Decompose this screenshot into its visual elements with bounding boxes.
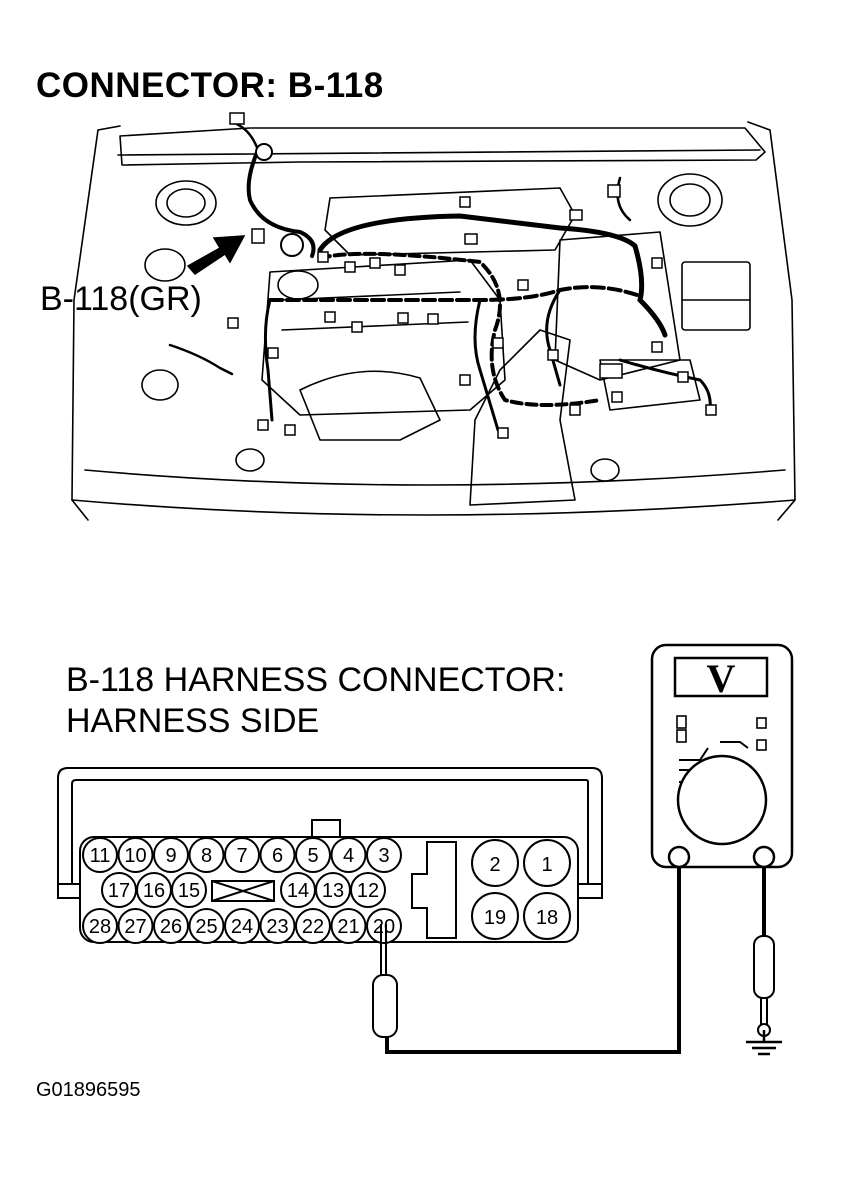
voltmeter: V bbox=[650, 643, 794, 869]
pin-cavity-23 bbox=[259, 908, 296, 944]
pin-label-24: 24 bbox=[231, 916, 253, 938]
blank-cavity bbox=[211, 880, 275, 902]
pin-cavity-18 bbox=[523, 892, 571, 940]
pin-cavity-6 bbox=[259, 837, 296, 873]
air-cleaner bbox=[469, 329, 576, 506]
probe-pin-20 bbox=[372, 974, 398, 1038]
intake-manifold bbox=[324, 187, 576, 256]
pin-label-26: 26 bbox=[160, 916, 182, 938]
pin-label-7: 7 bbox=[236, 845, 247, 867]
pin-label-3: 3 bbox=[378, 845, 389, 867]
pin-cavity-7 bbox=[224, 837, 260, 873]
pin-cavity-5 bbox=[295, 837, 331, 873]
b118-callout-arrow bbox=[186, 143, 304, 275]
pin-label-27: 27 bbox=[124, 916, 146, 938]
pin-cavity-15 bbox=[171, 872, 207, 908]
meter-mode-symbol: V bbox=[707, 656, 736, 701]
connector-title-line-1: B-118 HARNESS CONNECTOR: bbox=[66, 661, 566, 699]
pin-group-large: 2 1 19 18 bbox=[471, 839, 571, 940]
meter-jack-positive bbox=[667, 845, 691, 869]
pin-cavity-1 bbox=[523, 839, 571, 887]
pin-label-2: 2 bbox=[489, 854, 500, 876]
connector-key bbox=[411, 841, 457, 939]
pin-label-14: 14 bbox=[287, 880, 309, 902]
connector-title: B-118 HARNESS CONNECTOR: HARNESS SIDE bbox=[66, 660, 565, 743]
pin-label-16: 16 bbox=[143, 880, 165, 902]
pin-cavity-24 bbox=[224, 908, 260, 944]
pin-cavity-27 bbox=[117, 908, 154, 944]
pin-row-bottom: 28 27 26 25 24 23 22 21 20 bbox=[82, 908, 402, 944]
small-connectors bbox=[227, 112, 717, 439]
engine-block bbox=[261, 259, 506, 416]
ground-icon bbox=[746, 1030, 782, 1056]
pin-label-12: 12 bbox=[357, 880, 379, 902]
pin-label-15: 15 bbox=[178, 880, 200, 902]
pin-cavity-26 bbox=[153, 908, 189, 944]
pin-label-4: 4 bbox=[343, 845, 354, 867]
pin-cavity-12 bbox=[350, 872, 386, 908]
test-leads bbox=[372, 866, 782, 1056]
pin-label-28: 28 bbox=[89, 916, 111, 938]
pin-cavity-4 bbox=[330, 837, 367, 873]
pin-label-25: 25 bbox=[195, 916, 217, 938]
pin-label-18: 18 bbox=[536, 907, 558, 929]
pin-label-17: 17 bbox=[108, 880, 130, 902]
pin-cavity-9 bbox=[153, 837, 189, 873]
battery bbox=[681, 261, 751, 331]
pin-cavity-3 bbox=[366, 837, 402, 873]
wiring-harness bbox=[168, 120, 712, 432]
cowl-panel bbox=[119, 127, 766, 166]
pin-label-20: 20 bbox=[373, 916, 395, 938]
pin-label-9: 9 bbox=[165, 845, 176, 867]
pin-cavity-21 bbox=[330, 908, 367, 944]
pin-label-19: 19 bbox=[484, 907, 506, 929]
pin-row-middle: 17 16 15 14 13 12 bbox=[101, 872, 386, 908]
pin-cavity-28 bbox=[82, 908, 118, 944]
connector-title-line-2: HARNESS SIDE bbox=[66, 702, 320, 741]
ground-probe bbox=[753, 935, 775, 999]
page-title: CONNECTOR: B-118 bbox=[36, 66, 384, 105]
pin-label-11: 11 bbox=[90, 845, 111, 867]
connector-lock-tab bbox=[311, 819, 341, 839]
pin-cavity-25 bbox=[188, 908, 225, 944]
pin-label-22: 22 bbox=[302, 916, 324, 938]
pin-label-13: 13 bbox=[322, 880, 344, 902]
pin-cavity-19 bbox=[471, 892, 519, 940]
pin-row-top: 11 10 9 8 7 6 5 4 3 bbox=[82, 837, 402, 873]
front-bumper-line bbox=[71, 499, 796, 516]
pin-label-10: 10 bbox=[124, 845, 146, 867]
pin-cavity-10 bbox=[117, 837, 154, 873]
pin-label-1: 1 bbox=[541, 854, 552, 876]
pin-label-6: 6 bbox=[272, 845, 283, 867]
pin-cavity-20 bbox=[366, 908, 402, 944]
pin-cavity-22 bbox=[295, 908, 331, 944]
connector-callout-label: B-118(GR) bbox=[40, 280, 202, 318]
positive-lead-wire bbox=[385, 866, 681, 1054]
pin-cavity-8 bbox=[188, 837, 225, 873]
pin-cavity-11 bbox=[82, 837, 118, 873]
pin-label-5: 5 bbox=[307, 845, 318, 867]
connector-housing bbox=[57, 767, 603, 885]
meter-display bbox=[673, 656, 769, 698]
meter-jack-common bbox=[752, 845, 776, 869]
pin-cavity-2 bbox=[471, 839, 519, 887]
meter-dial bbox=[676, 754, 768, 846]
pin-label-21: 21 bbox=[337, 916, 359, 938]
figure-id: G01896595 bbox=[36, 1079, 141, 1101]
pin-label-23: 23 bbox=[266, 916, 288, 938]
pin-label-8: 8 bbox=[201, 845, 212, 867]
fender-outline bbox=[71, 121, 796, 521]
